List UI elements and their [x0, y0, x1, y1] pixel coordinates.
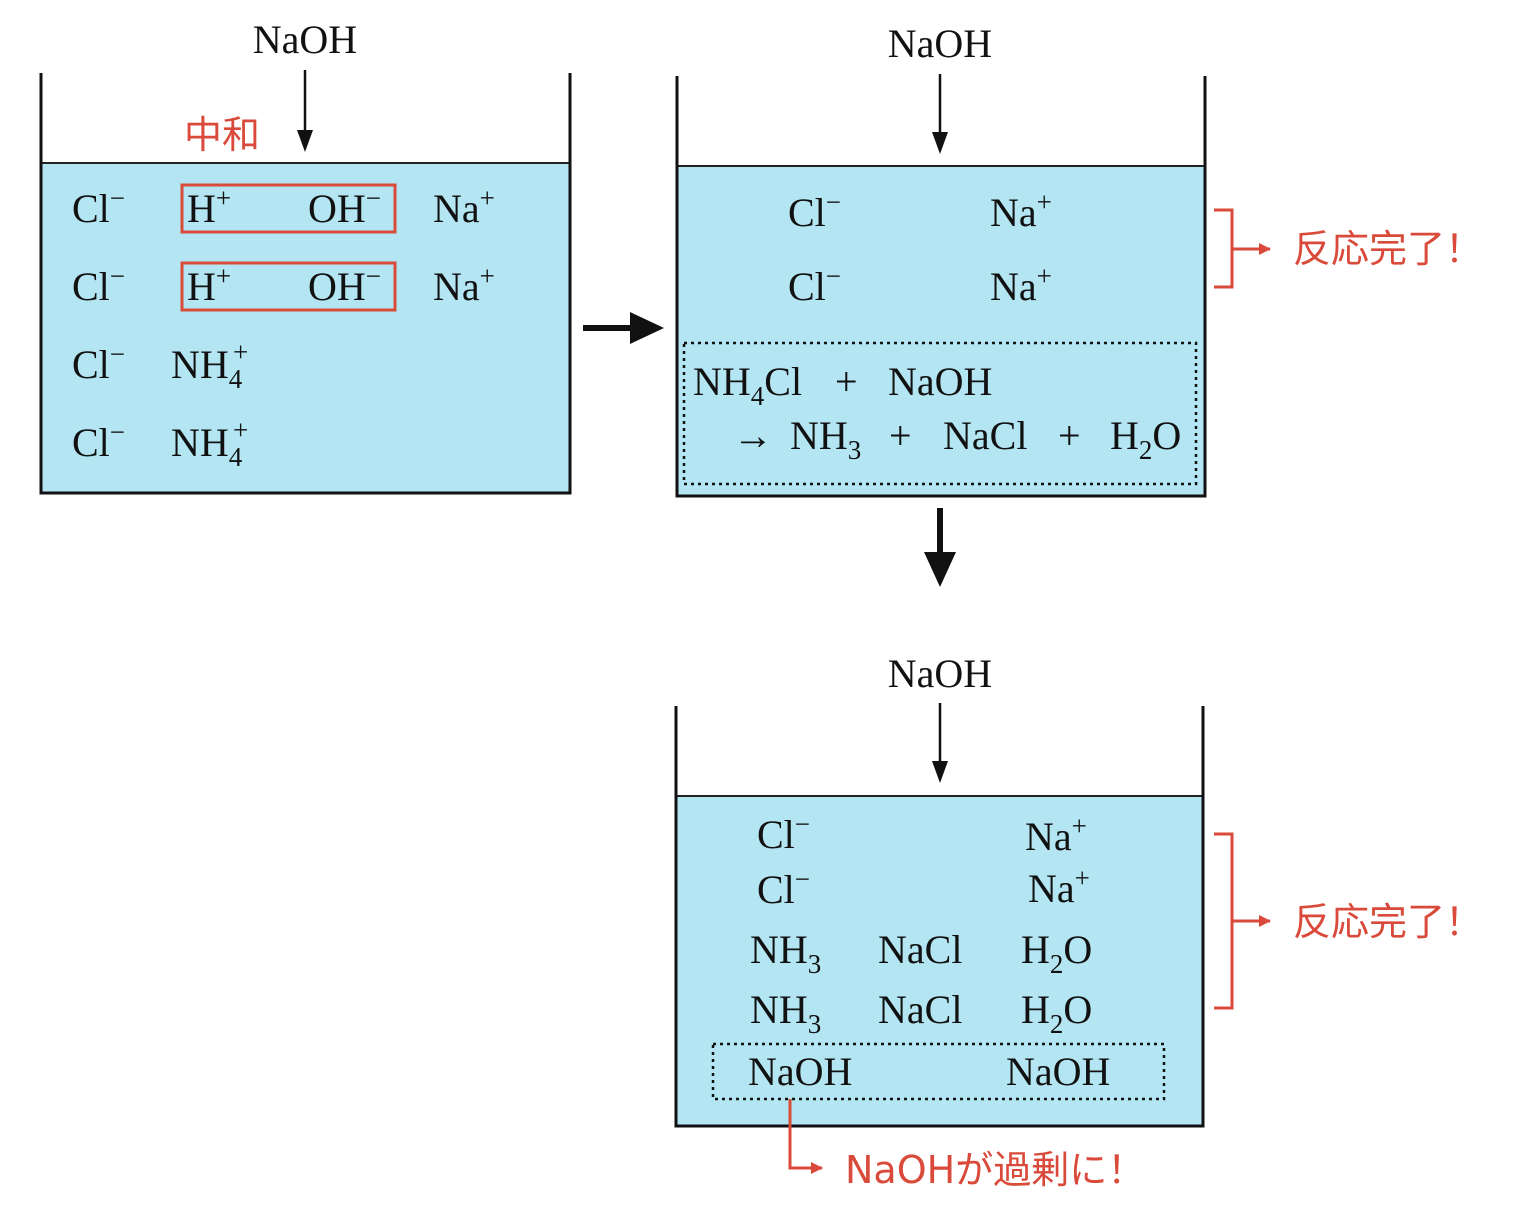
- beaker-1: NaOH 中和 Cl− H+ OH− Na+ Cl− H+ OH− Na+ Cl…: [39, 17, 572, 495]
- chloride-ion: Cl−: [788, 261, 841, 309]
- beaker-1-liquid: [41, 163, 570, 493]
- reaction-equation-line-1: NH4Cl+NaOH: [693, 359, 992, 411]
- beaker-1-addition-arrowhead: [297, 130, 313, 152]
- sodium-ion: Na+: [1028, 863, 1090, 911]
- beaker-3-addition-arrowhead: [932, 761, 948, 783]
- hydrogen-ion: H+: [187, 183, 231, 231]
- chloride-ion: Cl−: [72, 183, 125, 231]
- completion-label: 反応完了！: [1293, 900, 1483, 944]
- beaker-2-liquid: [677, 166, 1205, 496]
- water-molecule: H2O: [1021, 987, 1092, 1039]
- beaker-2-reagent-label: NaOH: [888, 21, 992, 66]
- excess-naoh-box: [711, 1042, 1166, 1101]
- chloride-ion: Cl−: [72, 339, 125, 387]
- neutralization-label: 中和: [184, 113, 260, 157]
- step-arrow-right: [583, 312, 664, 344]
- neutralization-box-1: [180, 183, 397, 234]
- chloride-ion: Cl−: [788, 187, 841, 235]
- hydroxide-ion: OH−: [308, 261, 381, 309]
- hydroxide-ion: OH−: [308, 183, 381, 231]
- completion-bracket: [1214, 832, 1234, 1010]
- sodium-ion: Na+: [990, 261, 1052, 309]
- neutralization-box-2: [180, 261, 397, 312]
- sodium-ion: Na+: [433, 183, 495, 231]
- sodium-chloride: NaCl: [878, 987, 962, 1032]
- hydrogen-ion: H+: [187, 261, 231, 309]
- completion-label: 反応完了！: [1293, 227, 1483, 271]
- sodium-ion: Na+: [433, 261, 495, 309]
- ammonium-charge: +: [233, 337, 248, 367]
- beaker-3-reagent-label: NaOH: [888, 651, 992, 696]
- water-molecule: H2O: [1021, 927, 1092, 979]
- ammonium-ion: NH4: [171, 342, 243, 394]
- reaction-equation-box: [682, 341, 1198, 486]
- ammonia-molecule: NH3: [750, 927, 821, 979]
- ammonium-ion: NH4: [171, 420, 243, 472]
- chloride-ion: Cl−: [757, 864, 810, 912]
- chloride-ion: Cl−: [757, 809, 810, 857]
- excess-callout-label: NaOHが過剰に！: [845, 1148, 1145, 1192]
- sodium-chloride: NaCl: [878, 927, 962, 972]
- excess-naoh: NaOH: [1006, 1049, 1110, 1094]
- sodium-ion: Na+: [990, 187, 1052, 235]
- beaker-1-reagent-label: NaOH: [253, 17, 357, 62]
- beaker-2-addition-arrowhead: [932, 132, 948, 154]
- completion-bracket: [1214, 208, 1234, 289]
- beaker-3-liquid: [676, 796, 1203, 1126]
- beaker-2: NaOH Cl− Na+ Cl− Na+ NH4Cl+NaOH →NH3+NaC…: [675, 21, 1483, 498]
- ammonium-charge: +: [233, 415, 248, 445]
- chloride-ion: Cl−: [72, 417, 125, 465]
- excess-naoh: NaOH: [748, 1049, 852, 1094]
- beaker-3: NaOH Cl− Na+ Cl− Na+ NH3 NaCl H2O NH3 Na…: [674, 651, 1483, 1192]
- ammonia-molecule: NH3: [750, 987, 821, 1039]
- chloride-ion: Cl−: [72, 261, 125, 309]
- beaker-3-wall: [674, 706, 1205, 1128]
- reaction-equation-line-2: →NH3+NaCl+H2O: [733, 413, 1181, 465]
- beaker-2-wall: [675, 76, 1207, 498]
- sodium-ion: Na+: [1025, 811, 1087, 859]
- step-arrow-down: [924, 508, 956, 587]
- excess-callout-line: [788, 1099, 823, 1174]
- beaker-1-wall: [39, 73, 572, 495]
